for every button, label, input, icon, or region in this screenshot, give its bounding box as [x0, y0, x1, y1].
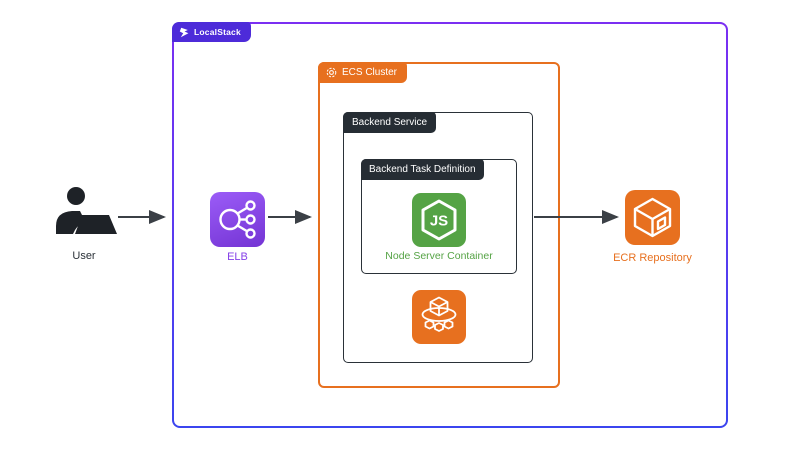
elastic-load-balancer-glyph	[219, 200, 256, 239]
user-at-laptop-icon	[56, 187, 117, 234]
backend-service-badge: Backend Service	[343, 112, 437, 133]
nodejs-hexagon-glyph: JS	[421, 199, 457, 241]
ecr-repository-label: ECR Repository	[613, 252, 692, 264]
nodejs-js-letters: JS	[430, 213, 448, 230]
localstack-logo-icon	[179, 27, 189, 37]
backend-task-definition-label: Backend Task Definition	[369, 164, 476, 175]
elb-label: ELB	[227, 251, 248, 263]
ecs-service-icon	[412, 290, 466, 344]
nodejs-icon: JS	[412, 193, 466, 247]
ecs-service-glyph	[421, 296, 457, 332]
user-label: User	[72, 250, 96, 262]
localstack-badge: LocalStack	[172, 22, 251, 42]
backend-task-definition-badge: Backend Task Definition	[361, 159, 484, 180]
ecs-cluster-icon	[326, 67, 337, 78]
ecs-cluster-label: ECS Cluster	[342, 67, 398, 78]
ecs-cluster-badge: ECS Cluster	[318, 62, 408, 83]
elb-icon	[210, 192, 265, 247]
ecr-cube-glyph	[633, 197, 672, 238]
ecr-repository-icon	[625, 190, 680, 245]
localstack-label: LocalStack	[194, 27, 241, 37]
node-server-container-label: Node Server Container	[385, 250, 493, 262]
backend-service-label: Backend Service	[352, 117, 428, 128]
